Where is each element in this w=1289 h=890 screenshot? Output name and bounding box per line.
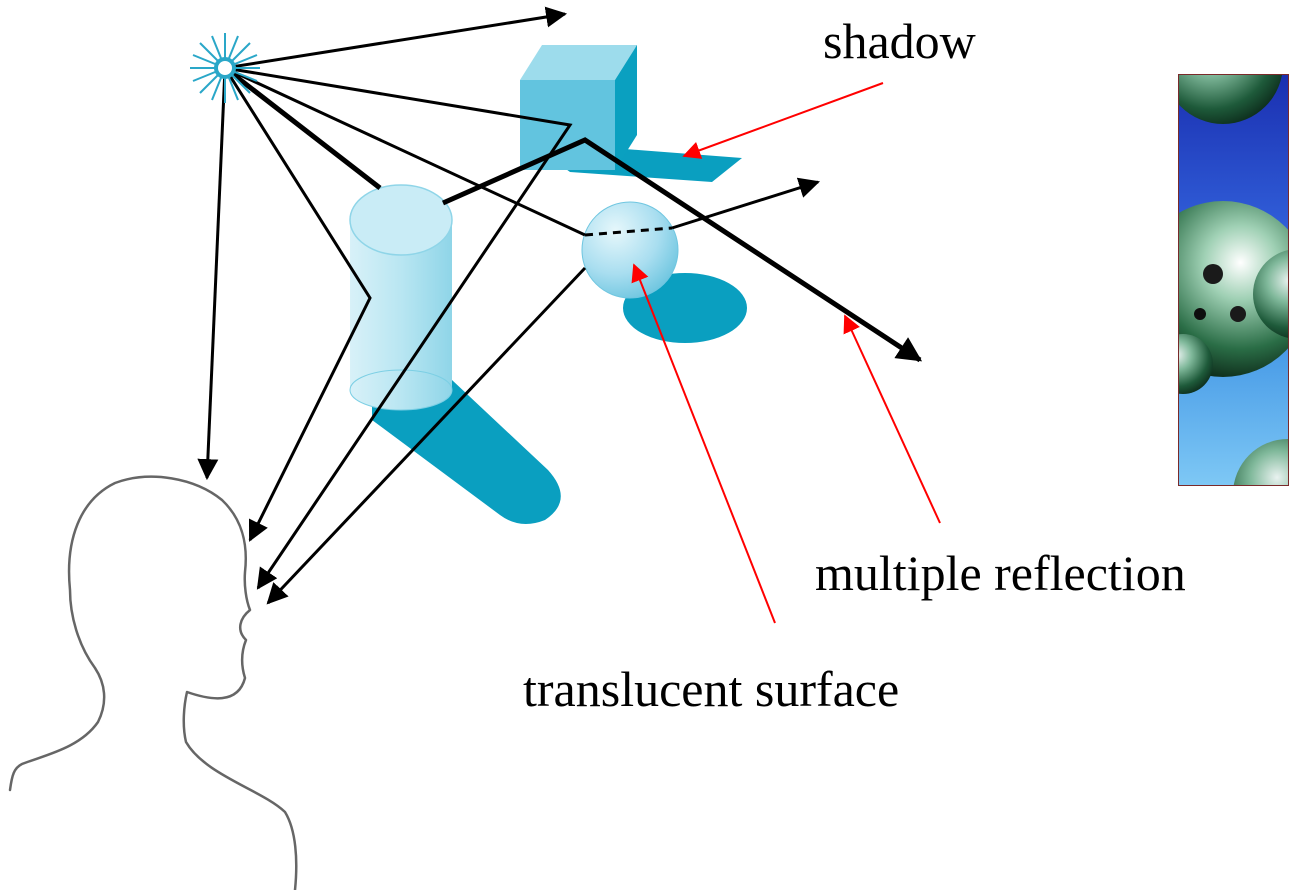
ray-traced-render-image (1178, 74, 1289, 486)
light-source-icon (190, 33, 260, 103)
ray-cube-reflect (224, 66, 573, 590)
label-pointers (631, 82, 941, 624)
ray-sphere-transmit-inside (584, 226, 673, 237)
ray-sphere-transmit-out (671, 177, 821, 230)
ray-multiple-reflection (441, 137, 923, 363)
ray-to-sky (224, 6, 568, 70)
shadow-pointer (682, 82, 884, 159)
translucent-surface-label: translucent surface (523, 661, 900, 717)
ray-cylinder-reflect (223, 67, 372, 542)
light-rays (197, 6, 923, 605)
cylinder-shadow (372, 380, 561, 524)
ray-direct-to-viewer (197, 67, 227, 481)
cube (520, 45, 637, 170)
shadow-label: shadow (823, 13, 976, 69)
viewer-head-icon (8, 475, 298, 890)
multiple-reflection-label: multiple reflection (815, 545, 1186, 601)
multiple-reflection-pointer (843, 314, 941, 524)
sphere (581, 201, 679, 299)
translucent-surface-pointer (631, 263, 776, 624)
ray-to-sphere (224, 66, 586, 237)
cylinder (349, 184, 453, 411)
ray-sphere-to-viewer (266, 266, 587, 605)
ray-to-cylinder-top (223, 66, 382, 190)
